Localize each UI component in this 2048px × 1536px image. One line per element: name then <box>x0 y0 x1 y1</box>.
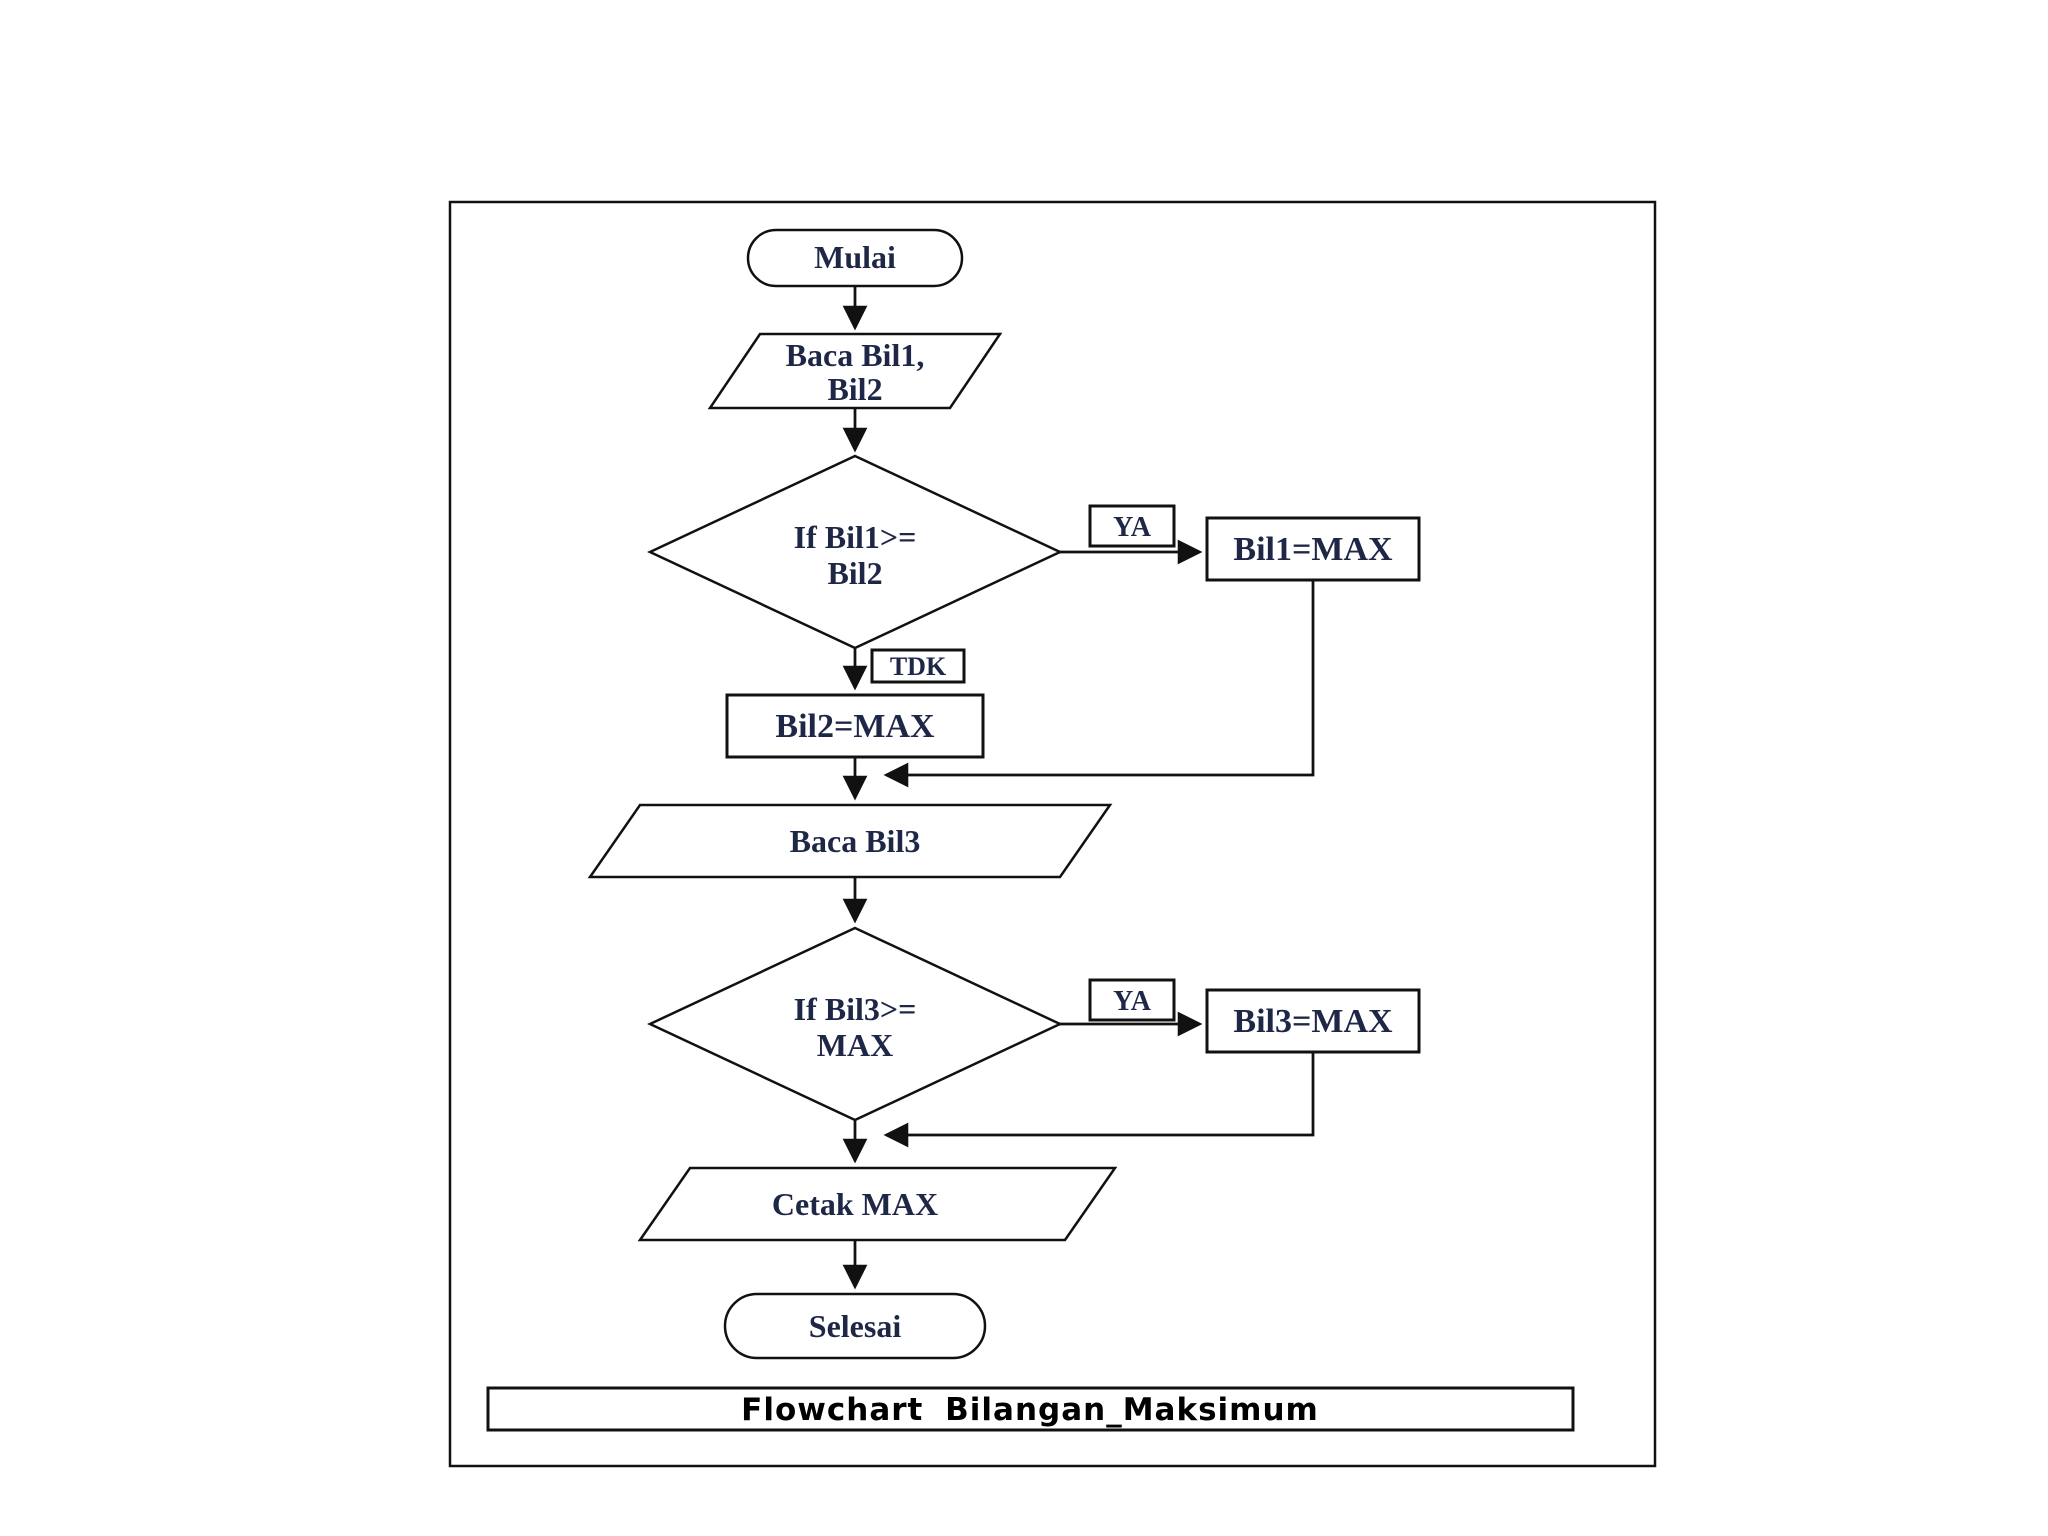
node-decision-bil3: If Bil3>= MAX <box>647 926 1063 1122</box>
process-bil1-max-box <box>1205 516 1421 582</box>
connectors <box>842 286 1315 1290</box>
node-assign-bil1-max: Bil1=MAX <box>1205 516 1421 582</box>
label-yes-2: YA <box>1088 978 1176 1022</box>
node-output-cetak-max: Cetak MAX <box>637 1166 1118 1242</box>
decision2-line2: MAX <box>817 1027 893 1063</box>
node-decision-bil1: If Bil1>= Bil2 <box>647 454 1063 650</box>
start-label: Mulai <box>814 239 896 275</box>
yes2-box <box>1088 978 1176 1022</box>
decision1-line1: If Bil1>= <box>794 519 917 555</box>
process-bil1-max-label: Bil1=MAX <box>1233 531 1393 568</box>
caption-box <box>486 1386 1575 1432</box>
arrow-assign3-merge <box>883 1052 1315 1148</box>
decision2-diamond <box>647 926 1063 1122</box>
io-parallelogram-bil1-bil2 <box>707 332 1003 410</box>
process-bil2-max-box <box>725 693 985 759</box>
start-terminator-shape <box>746 228 964 288</box>
node-assign-bil2-max: Bil2=MAX <box>725 693 985 759</box>
node-start: Mulai <box>746 228 964 288</box>
process-bil2-max-label: Bil2=MAX <box>775 708 935 745</box>
node-input-bil3: Baca Bil3 <box>587 803 1113 879</box>
node-assign-bil3-max: Bil3=MAX <box>1205 988 1421 1054</box>
tdk-box <box>870 648 966 684</box>
yes1-label: YA <box>1113 512 1152 543</box>
label-yes-1: YA <box>1088 504 1176 548</box>
io-parallelogram-cetak-max <box>637 1166 1118 1242</box>
io-bil3-label: Baca Bil3 <box>790 823 921 859</box>
node-end: Selesai <box>723 1292 987 1360</box>
yes2-label: YA <box>1113 986 1152 1017</box>
tdk-label: TDK <box>890 652 947 681</box>
io-cetak-max-label: Cetak MAX <box>772 1186 938 1222</box>
io-parallelogram-bil3 <box>587 803 1113 879</box>
decision1-diamond <box>647 454 1063 650</box>
process-bil3-max-box <box>1205 988 1421 1054</box>
end-terminator-shape <box>723 1292 987 1360</box>
io-bil1-bil2-line2: Bil2 <box>827 371 882 407</box>
arrow-assign1-merge <box>883 580 1315 788</box>
io-bil1-bil2-line1: Baca Bil1, <box>786 337 925 373</box>
diagram-caption: Flowchart Bilangan_Maksimum <box>486 1386 1575 1432</box>
node-input-bil1-bil2: Baca Bil1, Bil2 <box>707 332 1003 410</box>
decision1-line2: Bil2 <box>827 555 882 591</box>
label-no-tdk: TDK <box>870 648 966 684</box>
end-label: Selesai <box>809 1308 902 1344</box>
caption-label: Flowchart Bilangan_Maksimum <box>741 1392 1319 1428</box>
decision2-line1: If Bil3>= <box>794 991 917 1027</box>
process-bil3-max-label: Bil3=MAX <box>1233 1003 1393 1040</box>
yes1-box <box>1088 504 1176 548</box>
